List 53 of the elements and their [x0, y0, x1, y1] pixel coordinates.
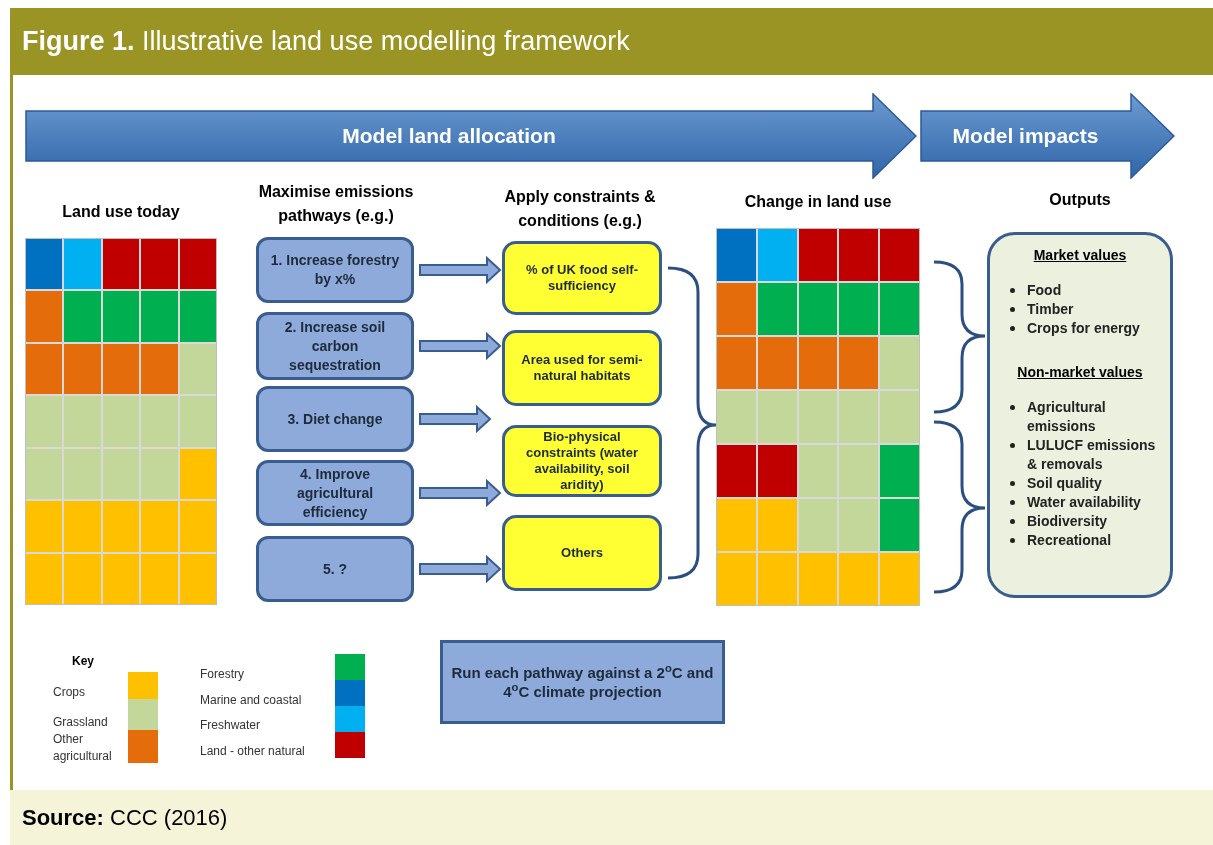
constraint-box: [502, 425, 662, 497]
box-text: Area used for semi-natural habitats: [520, 352, 644, 384]
section-heading: Market values: [1033, 247, 1127, 263]
box-text: Bio-physical constraints (water availability, soil aridity): [525, 429, 639, 493]
legend-label: Crops: [53, 685, 85, 699]
legend-label: Freshwater: [200, 718, 261, 732]
constraint-box: [502, 241, 662, 315]
pathway-box: [256, 312, 414, 380]
box-text: 5. ?: [322, 559, 348, 579]
box-text: 1. Increase forestry by x%: [269, 251, 401, 289]
legend-label: Marine and coastal: [200, 693, 302, 707]
constraint-box: [502, 515, 662, 591]
block-arrow: [419, 478, 502, 508]
box-text: Run each pathway against a 2$^{o}$C and 4$^{o}$C climate projection: [451, 663, 714, 701]
source-caption: Source: CCC (2016): [22, 804, 228, 832]
section-heading: Non-market values: [1017, 364, 1143, 380]
block-arrow: [419, 255, 502, 285]
output-item: Food: [1027, 281, 1062, 300]
output-item: Soil quality: [1027, 474, 1102, 493]
block-arrow: [419, 331, 502, 361]
column-heading: Outputs: [1049, 190, 1111, 210]
output-item: Recreational: [1027, 531, 1112, 550]
column-heading: Change in land use: [744, 192, 892, 212]
pathway-box: [256, 460, 414, 526]
pathway-box: [256, 536, 414, 602]
box-text: 3. Diet change: [287, 409, 383, 429]
legend-label: Land - other natural: [200, 744, 305, 758]
output-item: LULUCF emissions & removals: [1027, 436, 1157, 474]
legend-label: Other agricultural: [53, 732, 112, 763]
key-heading: Key: [72, 654, 94, 668]
legend-label: Grassland: [53, 715, 108, 729]
constraint-box: [502, 330, 662, 406]
pathway-box: [256, 386, 414, 452]
output-item: Agricultural emissions: [1027, 398, 1107, 436]
output-item: Biodiversity: [1027, 512, 1108, 531]
box-text: 4. Improve agricultural efficiency: [295, 464, 375, 522]
figure-title: Figure 1. Illustrative land use modelling framework: [22, 25, 630, 59]
legend-label: Forestry: [200, 667, 244, 681]
arrow-label: Model land allocation: [342, 123, 556, 150]
box-text: 2. Increase soil carbon sequestration: [283, 317, 387, 375]
pathway-box: [256, 237, 414, 303]
output-item: Water availability: [1027, 493, 1141, 512]
block-arrow: [419, 554, 502, 584]
block-arrow: [419, 404, 492, 434]
arrow-label: Model impacts: [952, 123, 1099, 150]
output-item: Timber: [1027, 300, 1074, 319]
box-text: Others: [561, 545, 603, 561]
column-heading: Apply constraints & conditions (e.g.): [504, 188, 656, 229]
box-text: % of UK food self-sufficiency: [525, 262, 639, 294]
column-heading: Land use today: [62, 202, 180, 222]
output-item: Crops for energy: [1027, 319, 1140, 338]
column-heading: Maximise emissions pathways (e.g.): [258, 183, 414, 224]
note-box: [440, 640, 725, 724]
